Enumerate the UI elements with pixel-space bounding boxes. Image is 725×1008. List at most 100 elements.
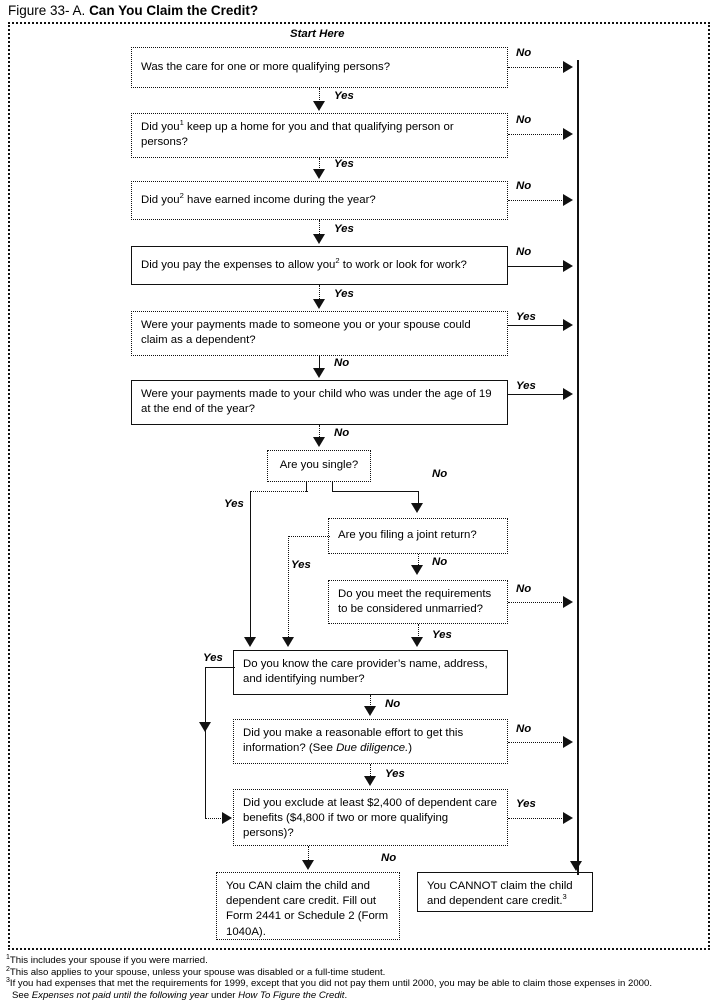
edge-q2-yes-line <box>319 158 320 174</box>
node-q4-text: Did you pay the expenses to allow you2 t… <box>141 256 467 271</box>
edge-q2-no-label: No <box>516 114 532 126</box>
page-title: Figure 33- A. Can You Claim the Credit? <box>8 3 708 19</box>
right-bus-line <box>577 60 579 875</box>
edge-q9-no-arrow <box>563 596 573 608</box>
node-q1[interactable]: Was the care for one or more qualifying … <box>131 47 508 88</box>
edge-q11-yes-label: Yes <box>385 768 405 780</box>
right-bus-arrowhead <box>570 861 582 871</box>
edge-q4-no-line <box>508 266 566 267</box>
node-q2[interactable]: Did you1 keep up a home for you and that… <box>131 113 508 158</box>
node-result-can[interactable]: You CAN claim the child and dependent ca… <box>216 872 400 940</box>
edge-q12-no-label: No <box>381 852 397 864</box>
edge-q5-no-label: No <box>334 357 350 369</box>
edge-q10-no-arrow <box>364 706 376 716</box>
edge-q5-yes-line <box>508 325 566 326</box>
node-q12[interactable]: Did you exclude at least $2,400 of depen… <box>233 789 508 846</box>
edge-q2-no-line <box>508 134 566 135</box>
edge-q10-no-label: No <box>385 698 401 710</box>
edge-q11-yes-line <box>370 764 371 778</box>
edge-q3-no-arrow <box>563 194 573 206</box>
edge-q7-no-label: No <box>432 468 448 480</box>
edge-q8-yes-label: Yes <box>291 559 311 571</box>
figure-title-text: Can You Claim the Credit? <box>89 3 259 18</box>
edge-q10-yes-label: Yes <box>203 652 223 664</box>
node-q5[interactable]: Were your payments made to someone you o… <box>131 311 508 356</box>
edge-q5-yes-arrow <box>563 319 573 331</box>
edge-q3-yes-line <box>319 220 320 236</box>
edge-q12-yes-label: Yes <box>516 798 536 810</box>
node-q7[interactable]: Are you single? <box>267 450 371 482</box>
edge-q3-no-label: No <box>516 180 532 192</box>
edge-q10-yes-h2 <box>205 818 225 819</box>
edge-q7-yes-stub <box>306 482 307 492</box>
edge-q12-yes-arrow <box>563 812 573 824</box>
node-q10[interactable]: Do you know the care provider’s name, ad… <box>233 650 508 695</box>
node-q6-text: Were your payments made to your child wh… <box>141 388 492 416</box>
footnotes: 1This includes your spouse if you were m… <box>6 954 721 1001</box>
edge-q8-yes-h <box>288 536 330 537</box>
edge-q4-yes-label: Yes <box>334 288 354 300</box>
node-q9[interactable]: Do you meet the requirements to be consi… <box>328 580 508 624</box>
edge-q7-yes-v <box>250 491 251 641</box>
edge-q10-yes-v <box>205 667 206 819</box>
edge-q12-yes-line <box>508 818 566 819</box>
node-q11-text: Did you make a reasonable effort to get … <box>243 727 464 755</box>
edge-q4-no-arrow <box>563 260 573 272</box>
edge-q5-no-arrow <box>313 368 325 378</box>
edge-q5-no-line <box>319 356 320 370</box>
edge-q6-yes-arrow <box>563 388 573 400</box>
edge-q10-no-line <box>370 695 371 709</box>
edge-q8-no-arrow <box>411 565 423 575</box>
node-q7-text: Are you single? <box>279 459 359 472</box>
edge-q4-yes-line <box>319 285 320 301</box>
edge-q1-yes-label: Yes <box>334 90 354 102</box>
edge-q2-yes-label: Yes <box>334 158 354 170</box>
edge-q1-no-arrow <box>563 61 573 73</box>
node-q3[interactable]: Did you2 have earned income during the y… <box>131 181 508 220</box>
edge-q9-yes-label: Yes <box>432 629 452 641</box>
node-q2-text: Did you1 keep up a home for you and that… <box>141 118 454 149</box>
edge-q11-no-label: No <box>516 723 532 735</box>
flowchart-frame <box>8 22 710 950</box>
edge-q9-no-label: No <box>516 583 532 595</box>
node-result-cannot[interactable]: You CANNOT claim the child and dependent… <box>417 872 593 912</box>
figure-label: Figure 33- A. <box>8 3 86 18</box>
node-q4[interactable]: Did you pay the expenses to allow you2 t… <box>131 246 508 285</box>
edge-q10-yes-midarrow <box>199 722 211 732</box>
node-q8-text: Are you filing a joint return? <box>338 529 477 542</box>
edge-q6-yes-label: Yes <box>516 380 536 392</box>
edge-q10-yes-arrow <box>222 812 232 824</box>
node-q1-text: Was the care for one or more qualifying … <box>141 60 391 73</box>
edge-q6-yes-line <box>508 394 566 395</box>
footnote-3: 3If you had expenses that met the requir… <box>6 977 653 990</box>
edge-q12-no-arrow <box>302 860 314 870</box>
edge-q7-no-h <box>332 491 418 492</box>
node-q11[interactable]: Did you make a reasonable effort to get … <box>233 719 508 764</box>
edge-q6-no-arrow <box>313 437 325 447</box>
edge-q3-yes-label: Yes <box>334 223 354 235</box>
edge-q2-yes-arrow <box>313 169 325 179</box>
edge-q3-yes-arrow <box>313 234 325 244</box>
node-q8[interactable]: Are you filing a joint return? <box>328 518 508 554</box>
node-q10-text: Do you know the care provider’s name, ad… <box>243 658 488 686</box>
node-q9-text: Do you meet the requirements to be consi… <box>338 588 492 616</box>
edge-q8-no-line <box>418 554 419 567</box>
node-result-can-text: You CAN claim the child and dependent ca… <box>226 880 389 938</box>
edge-q9-yes-arrow <box>411 637 423 647</box>
edge-q7-no-stub <box>332 482 333 492</box>
edge-q6-no-line <box>319 425 320 439</box>
edge-q7-yes-h <box>250 491 308 492</box>
edge-q8-yes-v <box>288 536 289 641</box>
edge-q5-yes-label: Yes <box>516 311 536 323</box>
edge-q8-no-label: No <box>432 556 448 568</box>
edge-q1-no-line <box>508 67 566 68</box>
edge-q3-no-line <box>508 200 566 201</box>
edge-q10-yes-h <box>205 667 235 668</box>
node-q5-text: Were your payments made to someone you o… <box>141 319 471 347</box>
edge-q9-yes-line <box>418 624 419 638</box>
edge-q7-no-v <box>418 491 419 505</box>
footnote-3-continued: See Expenses not paid until the followin… <box>12 989 348 1001</box>
node-q6[interactable]: Were your payments made to your child wh… <box>131 380 508 425</box>
edge-q7-yes-arrow <box>244 637 256 647</box>
node-q3-text: Did you2 have earned income during the y… <box>141 191 376 206</box>
